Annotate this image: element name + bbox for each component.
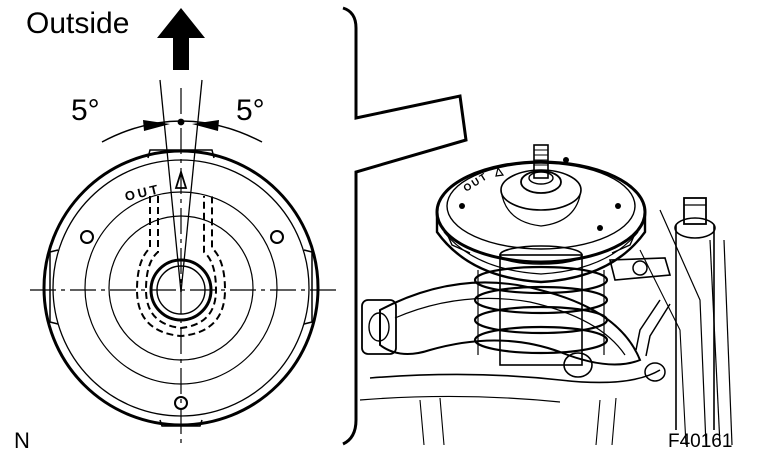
- up-arrow-icon: [157, 8, 205, 70]
- angle-right-label: 5°: [236, 94, 265, 127]
- angle-left-label: 5°: [71, 94, 100, 127]
- support-top-view: Outside 5° 5°: [26, 7, 336, 445]
- callout-bracket: [342, 6, 468, 446]
- hidden-outline: [135, 196, 227, 338]
- corner-label: N: [14, 428, 30, 453]
- stabilizer: [608, 257, 672, 357]
- triangle-mark-icon: [174, 168, 188, 189]
- strut-installed-view: OUT: [359, 144, 733, 446]
- body-panel: [639, 209, 733, 446]
- triangle-mark-3d-icon: [495, 166, 505, 177]
- angle-arc: [101, 118, 263, 143]
- support-flange: [42, 149, 320, 427]
- control-arm: [359, 281, 666, 446]
- outside-label: Outside: [26, 7, 129, 40]
- upper-support: OUT: [435, 144, 647, 284]
- coil-spring: [473, 245, 609, 366]
- side-cylinder: [674, 197, 716, 430]
- figure-id: F40161: [668, 431, 732, 452]
